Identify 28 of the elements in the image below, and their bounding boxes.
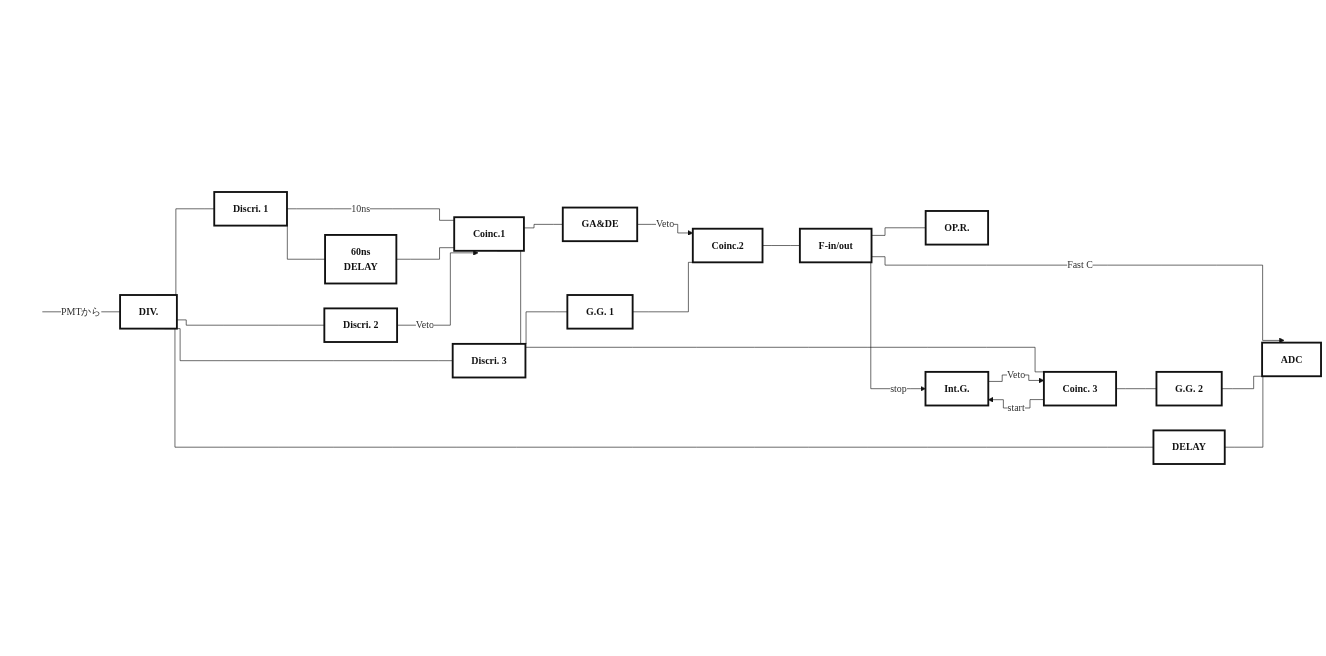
edge-label: 10ns: [351, 203, 371, 214]
node-box: DELAY: [1152, 429, 1226, 465]
node-box: Coinc. 3: [1042, 370, 1118, 407]
node-box: G.G. 1: [566, 294, 634, 330]
node-box: Discri. 3: [451, 342, 527, 379]
node-box: Discri. 2: [323, 307, 399, 343]
node-box: F-in/out: [798, 227, 873, 264]
node-box: Coinc.2: [691, 227, 764, 264]
node-box: G.G. 2: [1155, 370, 1223, 407]
node-box: Int.G.: [924, 370, 990, 407]
edge-label: start: [1007, 402, 1025, 413]
edge-label: Veto: [1006, 369, 1026, 380]
edge-label: Fast C: [1067, 259, 1093, 271]
node-box: DIV.: [119, 294, 178, 330]
connector: [176, 319, 325, 326]
edge-label: stop: [890, 383, 907, 394]
edge-label: Veto: [415, 319, 435, 331]
node-box: GA&DE: [561, 206, 639, 243]
node-box: ADC: [1261, 341, 1322, 378]
edge-label: PMTから: [61, 306, 102, 317]
connector: [871, 227, 926, 236]
edge-label: Veto: [655, 218, 675, 230]
node-box: OP.R.: [924, 210, 990, 246]
connector: [396, 247, 455, 260]
node-box: 60ns DELAY: [324, 234, 398, 285]
connector: [286, 208, 455, 221]
node-box: Coinc.1: [453, 216, 525, 252]
node-box: Discri. 1: [213, 191, 288, 227]
